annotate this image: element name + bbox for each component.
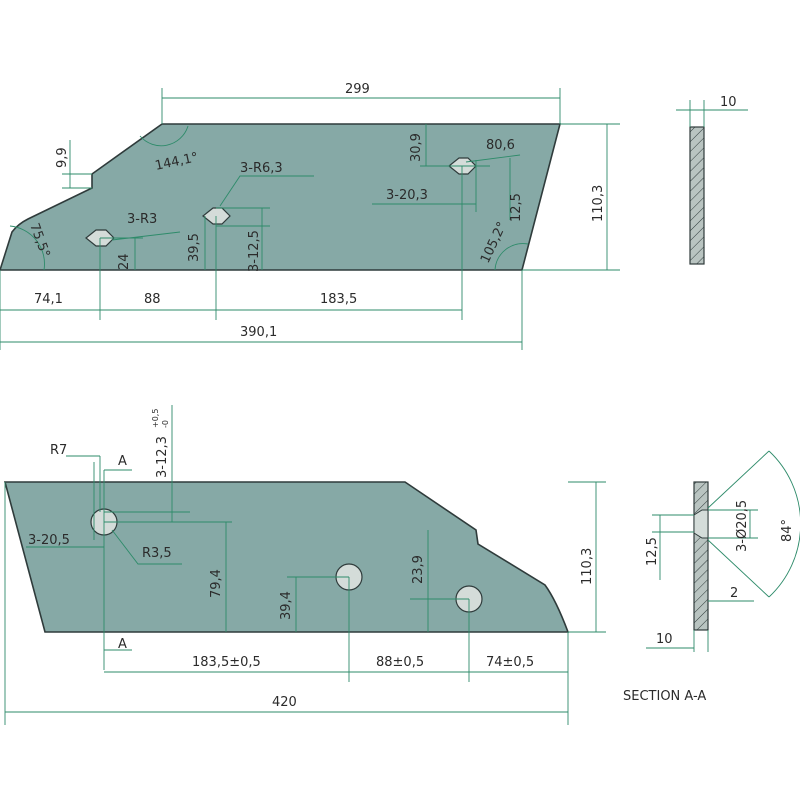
dim-299: 299: [345, 82, 370, 97]
radius-r3-5: R3,5: [142, 546, 172, 561]
section-a-a: 12,5 3-Ø20,5 84° 2 10 SECTION A-A: [623, 450, 800, 704]
tol-plus: +0,5: [151, 409, 160, 428]
dim-420: 420: [272, 695, 297, 710]
dim-88: 88: [144, 292, 161, 307]
section-dim-3-dia-20-5: 3-Ø20,5: [735, 500, 750, 552]
top-dimension-lines: [0, 88, 620, 350]
dim-88-tol: 88±0,5: [376, 655, 424, 670]
section-title: SECTION A-A: [623, 689, 706, 704]
top-plate-outline: [0, 123, 562, 271]
section-dim-12-5: 12,5: [645, 537, 660, 566]
hole-2: [202, 207, 231, 225]
dim-39-4: 39,4: [279, 591, 294, 620]
dim-23-9: 23,9: [411, 555, 426, 584]
bottom-dimension-lines: [4, 405, 606, 725]
dim-74-1: 74,1: [34, 292, 63, 307]
dim-110-3-bottom: 110,3: [580, 548, 595, 585]
radius-r7: R7: [50, 443, 67, 458]
section-profile: [693, 481, 709, 631]
dim-183-5-tol: 183,5±0,5: [192, 655, 261, 670]
dim-390-1: 390,1: [240, 325, 277, 340]
section-dim-2: 2: [730, 586, 738, 601]
dim-183-5: 183,5: [320, 292, 357, 307]
side-profile: [689, 126, 705, 265]
dim-24: 24: [117, 253, 132, 270]
dim-3-20-3: 3-20,3: [386, 188, 428, 203]
dim-3-20-5: 3-20,5: [28, 533, 70, 548]
dim-74-tol: 74±0,5: [486, 655, 534, 670]
dim-80-6: 80,6: [486, 138, 515, 153]
dim-30-9: 30,9: [409, 133, 424, 162]
dim-79-4: 79,4: [209, 569, 224, 598]
countersink-hole: [693, 509, 709, 539]
section-angle-84: 84°: [780, 519, 795, 542]
bottom-view: R7 A A 3-12,3 +0,5 -0 3-20,5 R3,5 79,4 3…: [3, 405, 606, 725]
top-view: 299 9,9 144,1° 75,5° 3-R3 24 3-R6,3 39,5…: [0, 82, 620, 350]
section-mark-a-bottom: A: [118, 637, 127, 652]
dim-3-12-5: 3-12,5: [247, 230, 262, 272]
radius-3-r3: 3-R3: [127, 212, 157, 227]
radius-3-r6-3: 3-R6,3: [240, 161, 283, 176]
bottom-plate-outline: [3, 481, 570, 633]
dim-9-9: 9,9: [55, 147, 70, 168]
section-mark-a-top: A: [118, 454, 127, 469]
section-dim-10: 10: [656, 632, 673, 647]
side-dim-10: 10: [720, 95, 737, 110]
dim-12-5: 12,5: [509, 193, 524, 222]
dim-110-3: 110,3: [591, 185, 606, 222]
tol-minus: -0: [161, 420, 170, 428]
side-view: 10: [676, 95, 748, 265]
dim-3-12-3: 3-12,3: [155, 436, 170, 478]
dim-39-5: 39,5: [187, 233, 202, 262]
